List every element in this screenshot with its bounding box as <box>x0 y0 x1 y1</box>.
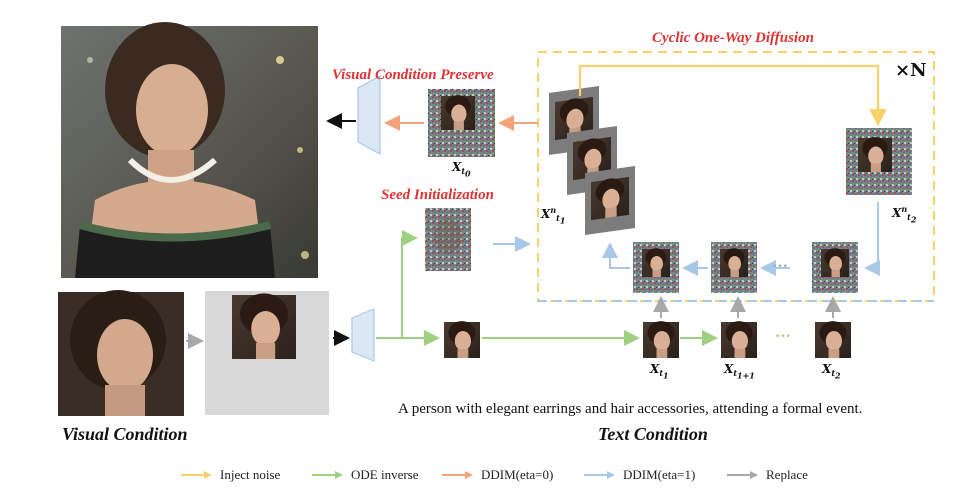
legend-arrow-blue <box>584 471 615 479</box>
label-xt2: Xt2 <box>822 362 841 381</box>
label-xt1plus1: Xt1+1 <box>724 362 755 381</box>
xt1plus1-image <box>721 321 757 358</box>
latent-face-thumb <box>444 321 480 358</box>
visual-preserve-title: Visual Condition Preserve <box>332 67 494 83</box>
visual-condition-image <box>58 290 184 416</box>
legend-ddim-eta0: DDIM(eta=0) <box>441 467 553 483</box>
legend-label: DDIM(eta=1) <box>623 467 696 482</box>
ode-branch-up <box>376 230 418 339</box>
ddim-frame-1 <box>633 242 679 293</box>
ddim-path-down <box>864 202 880 276</box>
xt1-image <box>643 321 679 358</box>
label-xt1n: Xnt1 <box>541 205 566 226</box>
legend-inject-noise: Inject noise <box>180 467 280 483</box>
legend-ode-inverse: ODE inverse <box>311 467 419 483</box>
ddim-frame-2 <box>711 242 757 293</box>
times-n-label: ×N <box>895 60 927 81</box>
legend-arrow-green <box>312 471 343 479</box>
label-xt2n: Xnt2 <box>892 204 917 225</box>
output-image <box>61 22 318 278</box>
xt2n-image <box>846 128 912 195</box>
padded-condition-canvas <box>205 291 329 415</box>
legend-label: ODE inverse <box>351 467 419 482</box>
legend-arrow-yellow <box>181 471 212 479</box>
legend-replace: Replace <box>726 467 808 483</box>
xt1n-stack <box>549 85 635 235</box>
legend-label: Inject noise <box>220 467 281 482</box>
text-prompt: A person with elegant earrings and hair … <box>398 401 863 417</box>
legend-label: Replace <box>766 467 808 482</box>
legend-ddim-eta1: DDIM(eta=1) <box>583 467 695 483</box>
ellipsis-green: ··· <box>775 328 792 345</box>
label-xt0: Xt0 <box>452 160 471 179</box>
cyclic-title: Cyclic One-Way Diffusion <box>652 30 814 46</box>
seed-noise-image <box>425 208 471 271</box>
decoder-shape <box>357 74 381 156</box>
text-condition-caption: Text Condition <box>598 424 708 444</box>
legend-arrow-gray <box>727 471 758 479</box>
legend-label: DDIM(eta=0) <box>481 467 554 482</box>
xt2-image <box>815 321 851 358</box>
legend-arrow-orange <box>442 471 473 479</box>
seed-init-title: Seed Initialization <box>381 187 494 203</box>
ddim-arrow-1-stack <box>602 242 630 269</box>
label-xt1: Xt1 <box>650 362 669 381</box>
encoder-shape <box>351 308 375 362</box>
inject-noise-path <box>578 64 887 127</box>
ellipsis-blue: ··· <box>772 258 789 275</box>
visual-condition-caption: Visual Condition <box>62 424 188 444</box>
ddim-frame-3 <box>812 242 858 293</box>
xt0-image <box>428 89 495 157</box>
